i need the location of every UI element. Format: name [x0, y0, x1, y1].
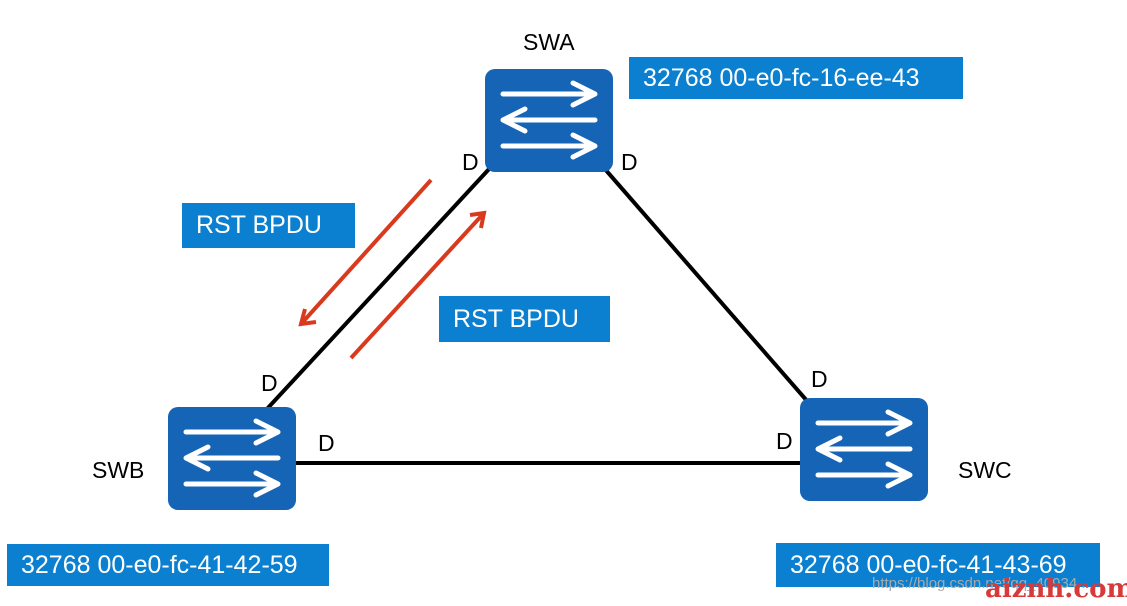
bpdu-label-down: RST BPDU: [182, 203, 355, 248]
swa-port-right: D: [621, 149, 638, 175]
swb-bridge-id: 32768 00-e0-fc-41-42-59: [7, 544, 329, 586]
watermark-brand: aiznh.com: [985, 574, 1127, 604]
bpdu-label-up: RST BPDU: [439, 296, 610, 342]
swa-switch[interactable]: [485, 69, 613, 172]
swb-port-top: D: [261, 370, 278, 396]
switch-icon: [815, 409, 913, 489]
switch-icon: [500, 80, 598, 160]
swa-bridge-id: 32768 00-e0-fc-16-ee-43: [629, 57, 963, 99]
swc-port-left: D: [776, 428, 793, 454]
swc-name: SWC: [958, 457, 1012, 483]
swb-port-right: D: [318, 430, 335, 456]
link-swa-swb: [264, 166, 492, 412]
swb-name: SWB: [92, 457, 145, 483]
swc-switch[interactable]: [800, 398, 928, 501]
swa-port-left: D: [462, 149, 479, 175]
swb-switch[interactable]: [168, 407, 296, 510]
swa-name: SWA: [523, 29, 575, 55]
bpdu-arrow-down: [298, 178, 433, 327]
swc-bridge-id: 32768 00-e0-fc-41-43-69: [776, 543, 1100, 587]
bpdu-arrow-up: [349, 210, 487, 360]
watermark-url: https://blog.csdn.net/qq_40934...: [872, 575, 1090, 592]
switch-icon: [183, 418, 281, 498]
link-swa-swc: [602, 166, 810, 404]
swc-port-top: D: [811, 366, 828, 392]
